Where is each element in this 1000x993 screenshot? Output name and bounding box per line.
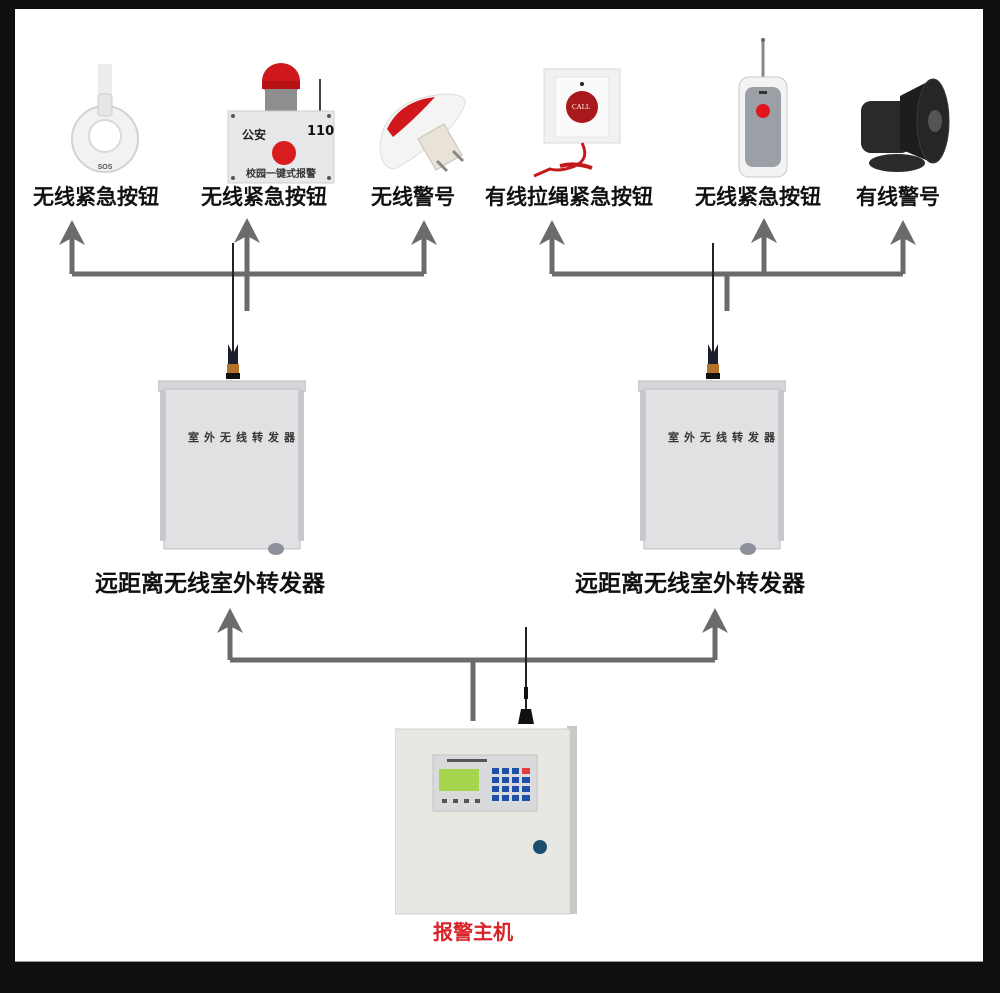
right-device-bus <box>549 227 906 311</box>
wireless-siren-icon <box>379 93 466 173</box>
horn-siren-icon <box>861 78 950 172</box>
arrowhead <box>217 608 243 633</box>
imprint-gongan: 公安 <box>242 128 267 142</box>
arrowhead <box>234 218 260 243</box>
device-label-1: 无线紧急按钮 <box>33 185 159 209</box>
arrowhead <box>702 608 728 633</box>
repeater-box-icon <box>158 380 306 555</box>
sos-imprint: SOS <box>98 164 113 171</box>
device-wireless-siren <box>375 89 475 179</box>
diagram-canvas: SOS 无线紧急按钮 公安 110 校园一键式报警 无线紧急按钮 无线警号 <box>15 9 983 962</box>
repeater-antenna-right <box>706 243 720 379</box>
sos-pendant-icon: SOS <box>71 64 139 173</box>
host-arrowheads <box>217 608 728 633</box>
pull-cord-icon <box>533 68 621 178</box>
arrowhead <box>411 220 437 245</box>
repeater-box-right: 室外无线转发器 <box>638 379 786 559</box>
device-label-5: 无线紧急按钮 <box>695 185 821 209</box>
arrowhead <box>59 220 85 245</box>
repeater-box-left: 室外无线转发器 <box>158 379 306 559</box>
repeater-antenna-left <box>226 243 240 379</box>
remote-button-icon <box>738 38 788 178</box>
right-arrowheads <box>539 218 916 245</box>
device-sos-pendant: SOS <box>65 64 145 179</box>
repeater-box-text: 室外无线转发器 <box>668 431 780 444</box>
device-label-2: 无线紧急按钮 <box>201 185 327 209</box>
device-label-6: 有线警号 <box>856 185 940 209</box>
arrowhead <box>890 220 916 245</box>
host-bus <box>227 625 718 721</box>
repeater-box-icon <box>638 380 786 555</box>
call-imprint: CALL <box>572 103 591 111</box>
device-pull-cord-button: CALL <box>520 64 630 184</box>
alarm-box-icon <box>227 63 335 184</box>
device-label-3: 无线警号 <box>371 185 455 209</box>
device-campus-alarm-box: 公安 110 校园一键式报警 <box>210 59 350 189</box>
device-horn-siren <box>855 71 955 176</box>
imprint-110: 110 <box>307 124 335 139</box>
host-label: 报警主机 <box>433 920 513 944</box>
host-antenna <box>518 627 534 724</box>
repeater-label-right: 远距离无线室外转发器 <box>575 571 805 597</box>
left-arrowheads <box>59 218 437 245</box>
repeater-box-text: 室外无线转发器 <box>188 431 300 444</box>
imprint-campus: 校园一键式报警 <box>246 169 316 180</box>
alarm-host-panel <box>394 721 580 921</box>
device-remote-button <box>735 37 795 182</box>
arrowhead <box>751 218 777 243</box>
left-device-bus <box>69 227 427 311</box>
connector-lines <box>59 218 916 724</box>
repeater-label-left: 远距离无线室外转发器 <box>95 571 325 597</box>
alarm-host-icon <box>394 726 577 915</box>
device-label-4: 有线拉绳紧急按钮 <box>485 185 653 209</box>
arrowhead <box>539 220 565 245</box>
